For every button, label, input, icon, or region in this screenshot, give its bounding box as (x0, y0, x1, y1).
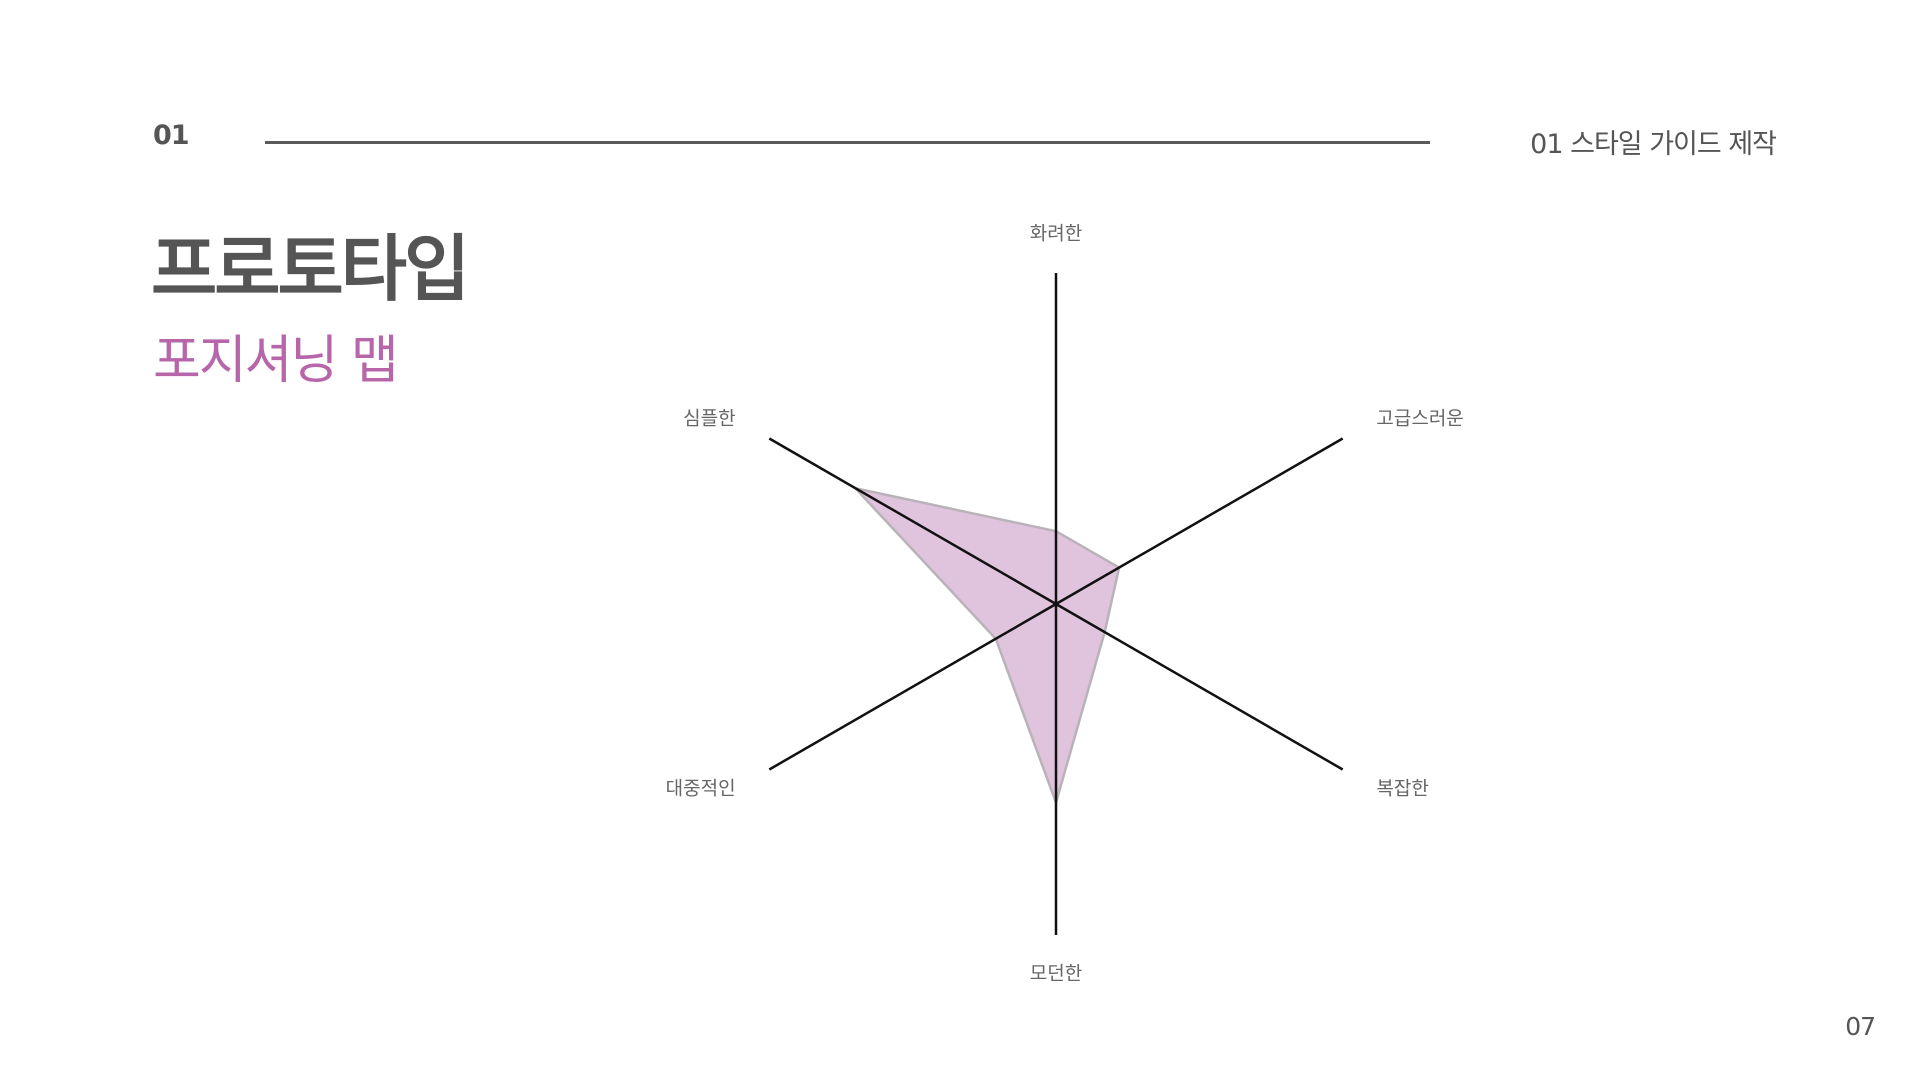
radar-axis-label: 모던한 (1030, 963, 1082, 985)
radar-axis-대중적인 (768, 602, 1057, 771)
radar-axis-label: 심플한 (683, 408, 735, 430)
radar-axis-label: 화려한 (1030, 223, 1082, 245)
slide-number: 01 (153, 120, 190, 151)
page-title: 프로토타입 (151, 227, 470, 311)
radar-series-area (854, 486, 1121, 804)
radar-axis-label: 복잡한 (1376, 778, 1428, 800)
section-title: 01 스타일 가이드 제작 (1530, 129, 1777, 160)
radar-axis-복잡한 (1055, 602, 1344, 771)
radar-axis-label: 대중적인 (666, 778, 736, 800)
radar-axis-label: 고급스러운 (1376, 408, 1463, 430)
page-subtitle: 포지셔닝 맵 (153, 331, 399, 391)
page-number: 07 (1845, 1012, 1876, 1041)
radar-axis-심플한 (768, 437, 1057, 606)
radar-axis-고급스러운 (1055, 437, 1344, 606)
header-divider (265, 141, 1430, 144)
